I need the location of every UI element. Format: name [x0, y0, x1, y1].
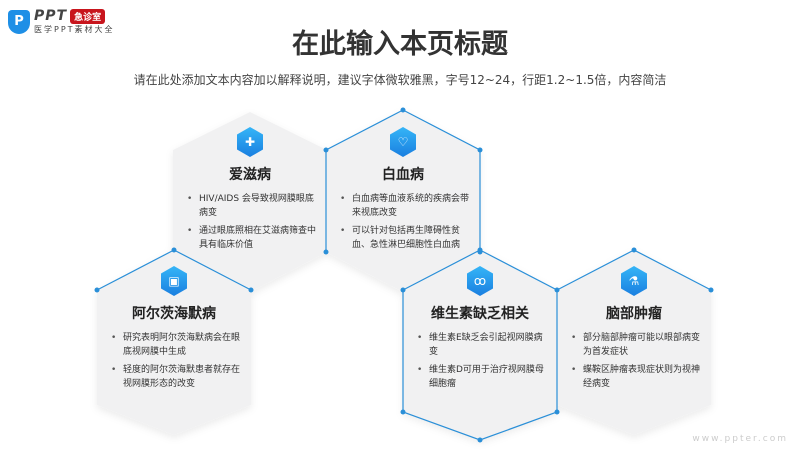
bullet: 白血病等血液系统的疾病会带来视底改变: [340, 192, 470, 220]
logo-brand: PPT: [34, 8, 68, 24]
bullet: 可以针对包括再生障碍性贫血、急性淋巴细胞性白血病: [340, 224, 470, 252]
medical-record-icon: ▣: [161, 266, 187, 296]
logo-badge: 急诊室: [70, 8, 106, 24]
bullet: 维生素E缺乏会引起视网膜病变: [417, 331, 547, 359]
bullet: 蝶鞍区肿瘤表现症状则为视神经病变: [571, 363, 701, 391]
medical-cross-icon: ✚: [237, 127, 263, 157]
logo-tagline: 医学PPT素材大全: [34, 25, 115, 34]
bullet: 轻度的阿尔茨海默患者就存在视网膜形态的改变: [111, 363, 241, 391]
card-alzheimer: ▣ 阿尔茨海默病 研究表明阿尔茨海默病会在眼底视网膜中生成轻度的阿尔茨海默患者就…: [97, 266, 251, 395]
lungs-icon: ꝏ: [467, 266, 493, 296]
card-title: 白血病: [382, 167, 424, 183]
page-subtitle: 请在此处添加文本内容加以解释说明，建议字体微软雅黑，字号12~24，行距1.2~…: [133, 73, 667, 87]
bullet: 维生素D可用于治疗视网膜母细胞瘤: [417, 363, 547, 391]
shield-logo-icon: P: [8, 9, 30, 34]
page-title: 在此输入本页标题: [292, 29, 508, 60]
card-title: 爱滋病: [229, 167, 271, 183]
card-vitamin: ꝏ 维生素缺乏相关 维生素E缺乏会引起视网膜病变维生素D可用于治疗视网膜母细胞瘤: [403, 266, 557, 395]
card-title: 脑部肿瘤: [606, 306, 662, 322]
microscope-icon: ⚗: [621, 266, 647, 296]
heart-icon: ♡: [390, 127, 416, 157]
bullet: HIV/AIDS 会导致视网膜眼底病变: [187, 192, 317, 220]
bullet: 部分脑部肿瘤可能以眼部病变为首发症状: [571, 331, 701, 359]
bullet: 通过眼底照相在艾滋病筛查中具有临床价值: [187, 224, 317, 252]
card-aids: ✚ 爱滋病 HIV/AIDS 会导致视网膜眼底病变通过眼底照相在艾滋病筛查中具有…: [173, 127, 327, 256]
watermark: www.ppter.com: [692, 434, 788, 444]
card-leukemia: ♡ 白血病 白血病等血液系统的疾病会带来视底改变可以针对包括再生障碍性贫血、急性…: [326, 127, 480, 256]
card-title: 维生素缺乏相关: [431, 306, 529, 322]
card-brain-tumor: ⚗ 脑部肿瘤 部分脑部肿瘤可能以眼部病变为首发症状蝶鞍区肿瘤表现症状则为视神经病…: [557, 266, 711, 395]
card-title: 阿尔茨海默病: [132, 306, 216, 322]
bullet: 研究表明阿尔茨海默病会在眼底视网膜中生成: [111, 331, 241, 359]
